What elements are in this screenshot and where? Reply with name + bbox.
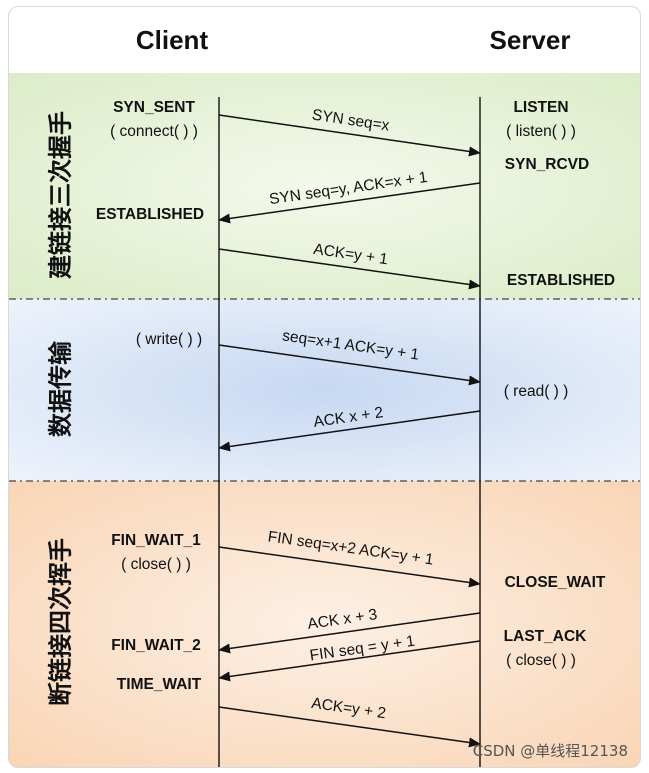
phase-label-teardown: 断链接四次挥手 bbox=[46, 538, 74, 706]
client-state-fin-wait-1: FIN_WAIT_1 bbox=[111, 532, 201, 549]
server-state-last-ack: LAST_ACK bbox=[504, 628, 587, 645]
server-state-close-wait: CLOSE_WAIT bbox=[505, 574, 606, 591]
phase-label-transfer: 数据传输 bbox=[46, 340, 74, 437]
client-state-established: ESTABLISHED bbox=[96, 206, 204, 223]
message-arrow bbox=[218, 546, 481, 588]
server-call-listen: ( listen( ) ) bbox=[506, 123, 576, 140]
client-state-fin-wait-2: FIN_WAIT_2 bbox=[111, 637, 201, 654]
message-arrow bbox=[218, 410, 481, 452]
message-arrow bbox=[218, 114, 481, 157]
message-arrow bbox=[218, 344, 481, 386]
svg-text:断链接四次挥手: 断链接四次挥手 bbox=[46, 538, 74, 706]
phase-band-transfer bbox=[9, 299, 640, 481]
client-call-close: ( close( ) ) bbox=[121, 556, 191, 573]
server-state-syn-rcvd: SYN_RCVD bbox=[505, 156, 589, 173]
server-call-close: ( close( ) ) bbox=[506, 652, 576, 669]
client-call-write: ( write( ) ) bbox=[136, 331, 202, 348]
server-state-established: ESTABLISHED bbox=[507, 272, 615, 289]
message-arrow bbox=[218, 182, 481, 224]
message-arrow bbox=[218, 612, 481, 654]
client-header: Client bbox=[136, 25, 209, 55]
svg-text:建链接三次握手: 建链接三次握手 bbox=[46, 111, 74, 279]
svg-text:数据传输: 数据传输 bbox=[46, 340, 74, 437]
tcp-handshake-diagram: Client Server 建链接三次握手 数据传输 断链接四次挥手 SYN_S… bbox=[9, 25, 640, 767]
phase-band-handshake bbox=[9, 73, 640, 299]
message-arrow bbox=[218, 706, 481, 748]
server-call-read: ( read( ) ) bbox=[504, 383, 569, 400]
server-header: Server bbox=[490, 25, 571, 55]
tcp-diagram-frame: Client Server 建链接三次握手 数据传输 断链接四次挥手 SYN_S… bbox=[8, 6, 641, 768]
message-arrow bbox=[218, 248, 481, 290]
client-state-syn-sent: SYN_SENT bbox=[113, 99, 195, 116]
server-state-listen: LISTEN bbox=[513, 99, 568, 116]
csdn-watermark: CSDN @单线程12138 bbox=[472, 742, 628, 760]
client-state-time-wait: TIME_WAIT bbox=[117, 676, 202, 693]
phase-label-handshake: 建链接三次握手 bbox=[46, 111, 74, 279]
client-call-connect: ( connect( ) ) bbox=[110, 123, 198, 140]
phase-band-teardown bbox=[9, 481, 640, 767]
message-arrow bbox=[218, 640, 481, 682]
